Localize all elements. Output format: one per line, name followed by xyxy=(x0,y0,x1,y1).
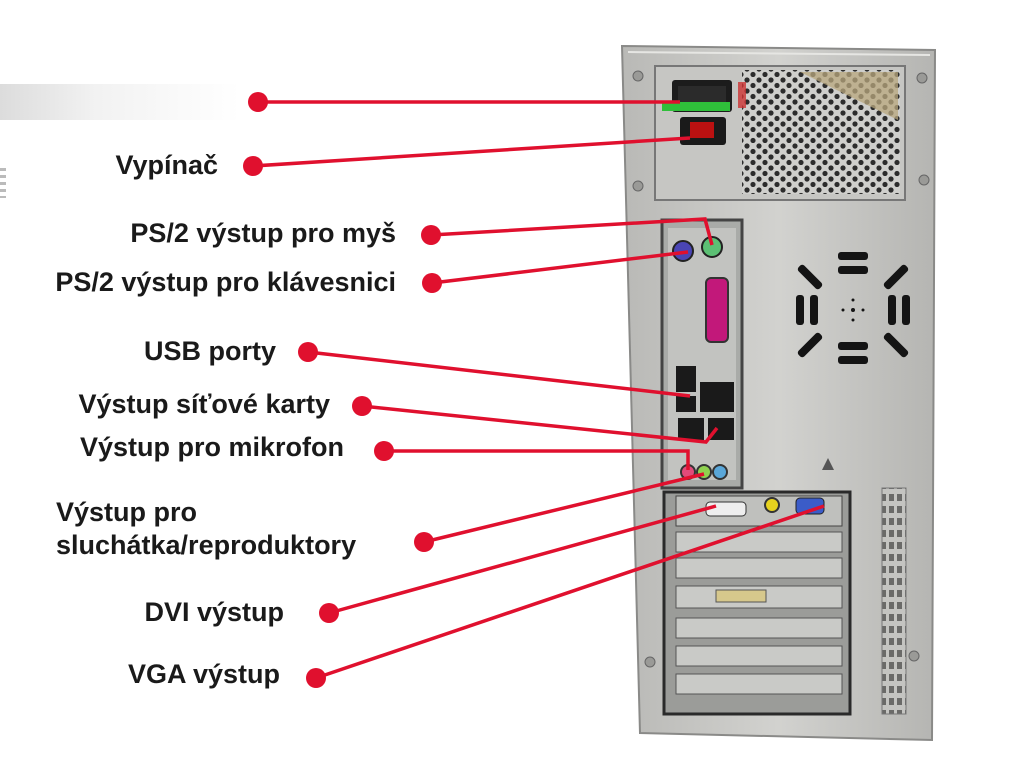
power-supply xyxy=(654,65,906,201)
leader-line-ps2-mouse xyxy=(430,217,714,246)
leader-line-microphone xyxy=(384,449,690,470)
network-port-icon xyxy=(678,418,734,440)
side-vent xyxy=(881,487,907,715)
leader-dot-vga xyxy=(306,668,326,688)
warning-triangle-icon xyxy=(822,458,834,470)
label-usb: USB porty xyxy=(143,336,276,366)
leader-dot-ps2-keyboard xyxy=(422,273,442,293)
leader-dot-usb xyxy=(298,342,318,362)
leader-line-ps2-keyboard xyxy=(431,250,689,285)
expansion-slots xyxy=(662,490,852,716)
ps2-mouse-port-icon xyxy=(701,236,723,258)
label-vga: VGA výstup xyxy=(127,659,280,689)
label-headphones-line1: Výstup pro xyxy=(56,497,198,527)
fan-vent xyxy=(796,252,910,364)
leader-line-usb xyxy=(307,350,691,398)
leader-lines xyxy=(252,100,825,680)
leader-line-power-switch xyxy=(252,136,691,168)
leader-line-vga xyxy=(315,504,825,680)
usb-ports-icon xyxy=(676,366,734,412)
leader-line-network xyxy=(361,404,719,444)
leader-dot-network xyxy=(352,396,372,416)
label-headphones-line2: sluchátka/reproduktory xyxy=(56,530,357,560)
label-dvi: DVI výstup xyxy=(144,597,284,627)
label-ps2-keyboard: PS/2 výstup pro klávesnici xyxy=(55,267,396,297)
label-ps2-mouse: PS/2 výstup pro myš xyxy=(130,218,396,248)
io-shield xyxy=(660,218,744,490)
label-network: Výstup síťové karty xyxy=(78,389,330,419)
dvi-port-icon xyxy=(705,501,747,517)
leader-dots xyxy=(243,92,442,688)
leader-dot-headphones xyxy=(414,532,434,552)
leader-dot-ps2-mouse xyxy=(421,225,441,245)
label-headphones: Výstup pro sluchátka/reproduktory xyxy=(56,496,356,562)
label-power-switch: Vypínač xyxy=(115,150,218,180)
obscured-label-area xyxy=(0,84,240,120)
edge-artifact xyxy=(0,168,6,198)
label-microphone: Výstup pro mikrofon xyxy=(79,432,344,462)
leader-dot-dvi xyxy=(319,603,339,623)
leader-line-dvi xyxy=(328,504,717,615)
leader-dot-power-socket xyxy=(248,92,268,112)
leader-dot-power-switch xyxy=(243,156,263,176)
leader-line-headphones xyxy=(423,472,705,544)
leader-dot-microphone xyxy=(374,441,394,461)
parallel-port-icon xyxy=(705,277,729,343)
